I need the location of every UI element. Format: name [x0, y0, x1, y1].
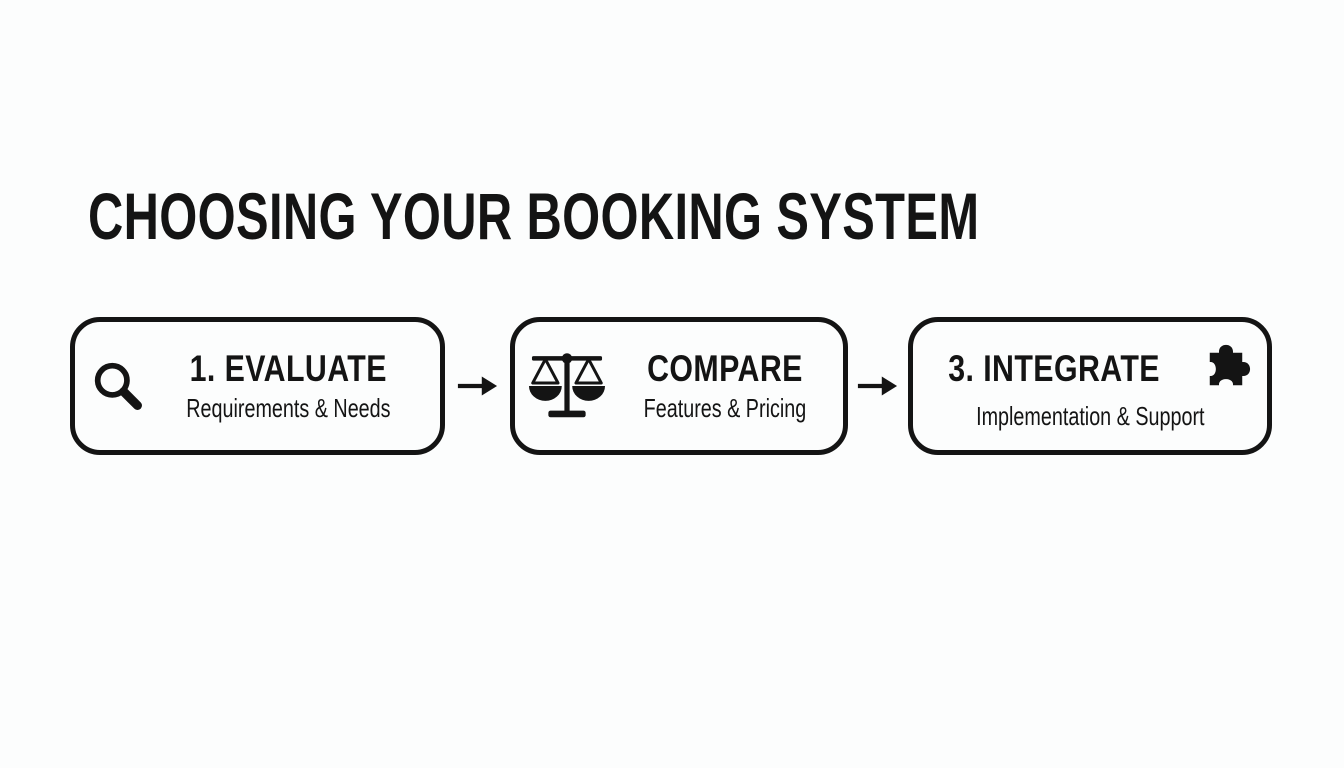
step-text-compare: COMPARE Features & Pricing: [618, 348, 832, 424]
step-title-integrate: 3. INTEGRATE: [948, 348, 1160, 389]
step-title-compare: COMPARE: [647, 348, 803, 389]
step-text-integrate: 3. INTEGRATE Implementation & Support: [925, 340, 1255, 432]
flow-arrow-icon: [457, 376, 498, 396]
page-title: CHOOSING YOUR BOOKING SYSTEM: [88, 179, 980, 254]
step-box-integrate: 3. INTEGRATE Implementation & Support: [908, 317, 1272, 455]
step-box-evaluate: 1. EVALUATE Requirements & Needs: [70, 317, 445, 455]
magnifier-icon: [94, 362, 143, 410]
step-subtitle-evaluate: Requirements & Needs: [186, 393, 391, 423]
flow-arrow-icon: [857, 376, 898, 396]
puzzle-piece-icon: [1209, 344, 1251, 386]
balance-scale-icon: [529, 353, 606, 418]
step-subtitle-compare: Features & Pricing: [643, 393, 807, 423]
step-box-compare: COMPARE Features & Pricing: [510, 317, 848, 455]
step-subtitle-integrate: Implementation & Support: [975, 401, 1205, 431]
step-text-evaluate: 1. EVALUATE Requirements & Needs: [154, 348, 423, 424]
step-title-evaluate: 1. EVALUATE: [189, 348, 388, 389]
